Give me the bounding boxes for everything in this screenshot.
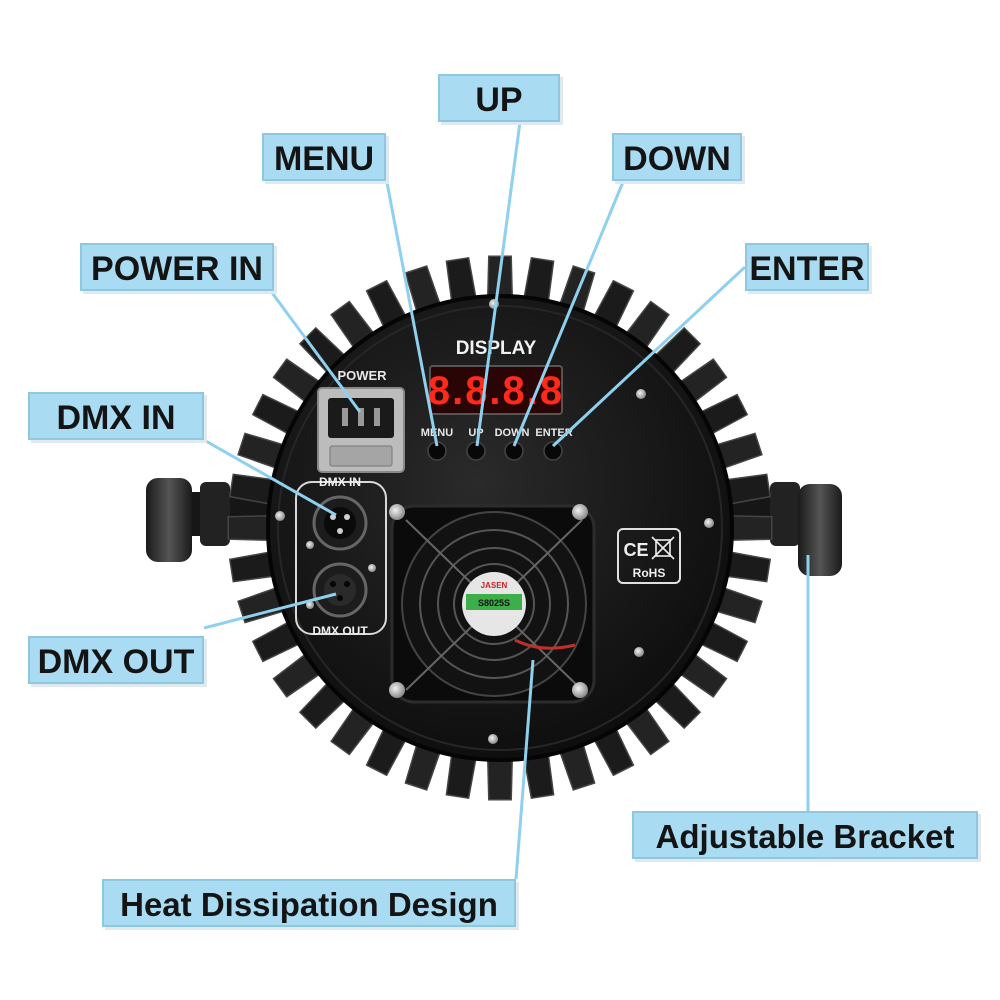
- heat-callout: Heat Dissipation Design: [102, 879, 516, 927]
- dmx-frame: [295, 481, 387, 635]
- bracket-left: [146, 478, 270, 562]
- leader-lines: [203, 121, 810, 880]
- display-title: DISPLAY: [456, 338, 537, 359]
- dmx-out-connector[interactable]: [312, 562, 368, 618]
- rohs-mark: RoHS: [633, 566, 666, 580]
- enter-callout: ENTER: [745, 243, 869, 291]
- dmx-in-label: DMX IN: [319, 475, 361, 489]
- weee-bin-icon: [651, 536, 675, 560]
- cooling-fan: JASEN S8025S: [389, 504, 596, 704]
- menu-callout: MENU: [262, 133, 386, 181]
- button-label-down: DOWN: [495, 427, 530, 439]
- button-label-menu: MENU: [421, 427, 453, 439]
- fan-brand: JASEN: [481, 581, 508, 590]
- bracket-callout: Adjustable Bracket: [632, 811, 978, 859]
- enter-button[interactable]: [543, 441, 563, 461]
- led-display: [429, 365, 563, 415]
- up-button[interactable]: [466, 441, 486, 461]
- dmx-in-callout: DMX IN: [28, 392, 204, 440]
- dmx-out-callout: DMX OUT: [28, 636, 204, 684]
- power-in-callout: POWER IN: [80, 243, 274, 291]
- fan-model: S8025S: [478, 598, 510, 608]
- display-digits: 8.8.8.8: [428, 369, 564, 413]
- power-label: POWER: [337, 368, 387, 383]
- button-label-up: UP: [468, 427, 483, 439]
- dmx-in-connector[interactable]: [312, 495, 368, 551]
- up-callout: UP: [438, 74, 560, 122]
- dmx-out-label: DMX OUT: [312, 624, 368, 638]
- ce-mark: CE: [623, 540, 648, 560]
- power-in-socket[interactable]: [317, 387, 405, 473]
- certification-marks: CE RoHS: [617, 528, 681, 584]
- down-callout: DOWN: [612, 133, 742, 181]
- down-button[interactable]: [504, 441, 524, 461]
